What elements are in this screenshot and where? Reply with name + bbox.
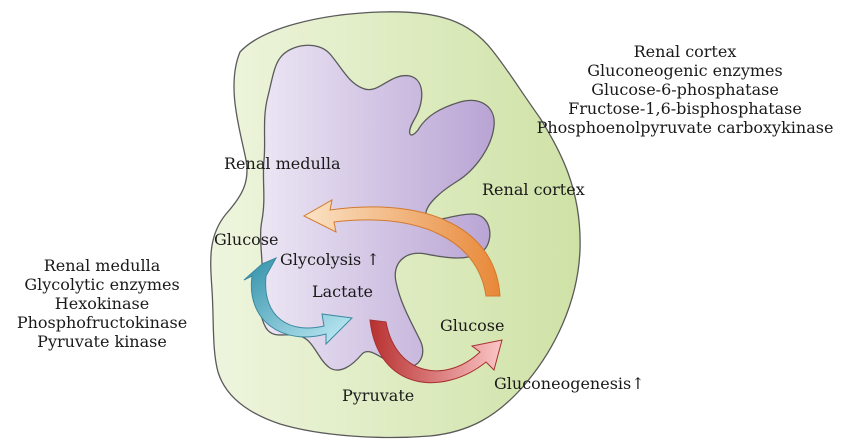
medulla-legend-line: Hexokinase <box>2 294 202 313</box>
lactate-label: Lactate <box>312 282 373 301</box>
pyruvate-label: Pyruvate <box>342 386 414 405</box>
medulla-legend-line: Glycolytic enzymes <box>2 275 202 294</box>
cortex-legend-line: Renal cortex <box>528 42 842 61</box>
glucose-cortex-label: Glucose <box>440 316 504 335</box>
renal-medulla-label: Renal medulla <box>224 154 341 173</box>
cortex-legend-line: Glucose-6-phosphatase <box>528 80 842 99</box>
renal-cortex-label: Renal cortex <box>482 180 585 199</box>
medulla-legend-line: Pyruvate kinase <box>2 332 202 351</box>
cortex-legend-line: Gluconeogenic enzymes <box>528 61 842 80</box>
cortex-legend-line: Phosphoenolpyruvate carboxykinase <box>528 118 842 137</box>
cortex-enzyme-legend: Renal cortex Gluconeogenic enzymes Gluco… <box>528 42 842 137</box>
medulla-legend-line: Renal medulla <box>2 256 202 275</box>
glucose-medulla-label: Glucose <box>214 230 278 249</box>
medulla-legend-line: Phosphofructokinase <box>2 313 202 332</box>
cortex-legend-line: Fructose-1,6-bisphosphatase <box>528 99 842 118</box>
medulla-enzyme-legend: Renal medulla Glycolytic enzymes Hexokin… <box>2 256 202 351</box>
glycolysis-label: Glycolysis ↑ <box>280 250 380 269</box>
gluconeogenesis-label: Gluconeogenesis↑ <box>494 374 645 393</box>
